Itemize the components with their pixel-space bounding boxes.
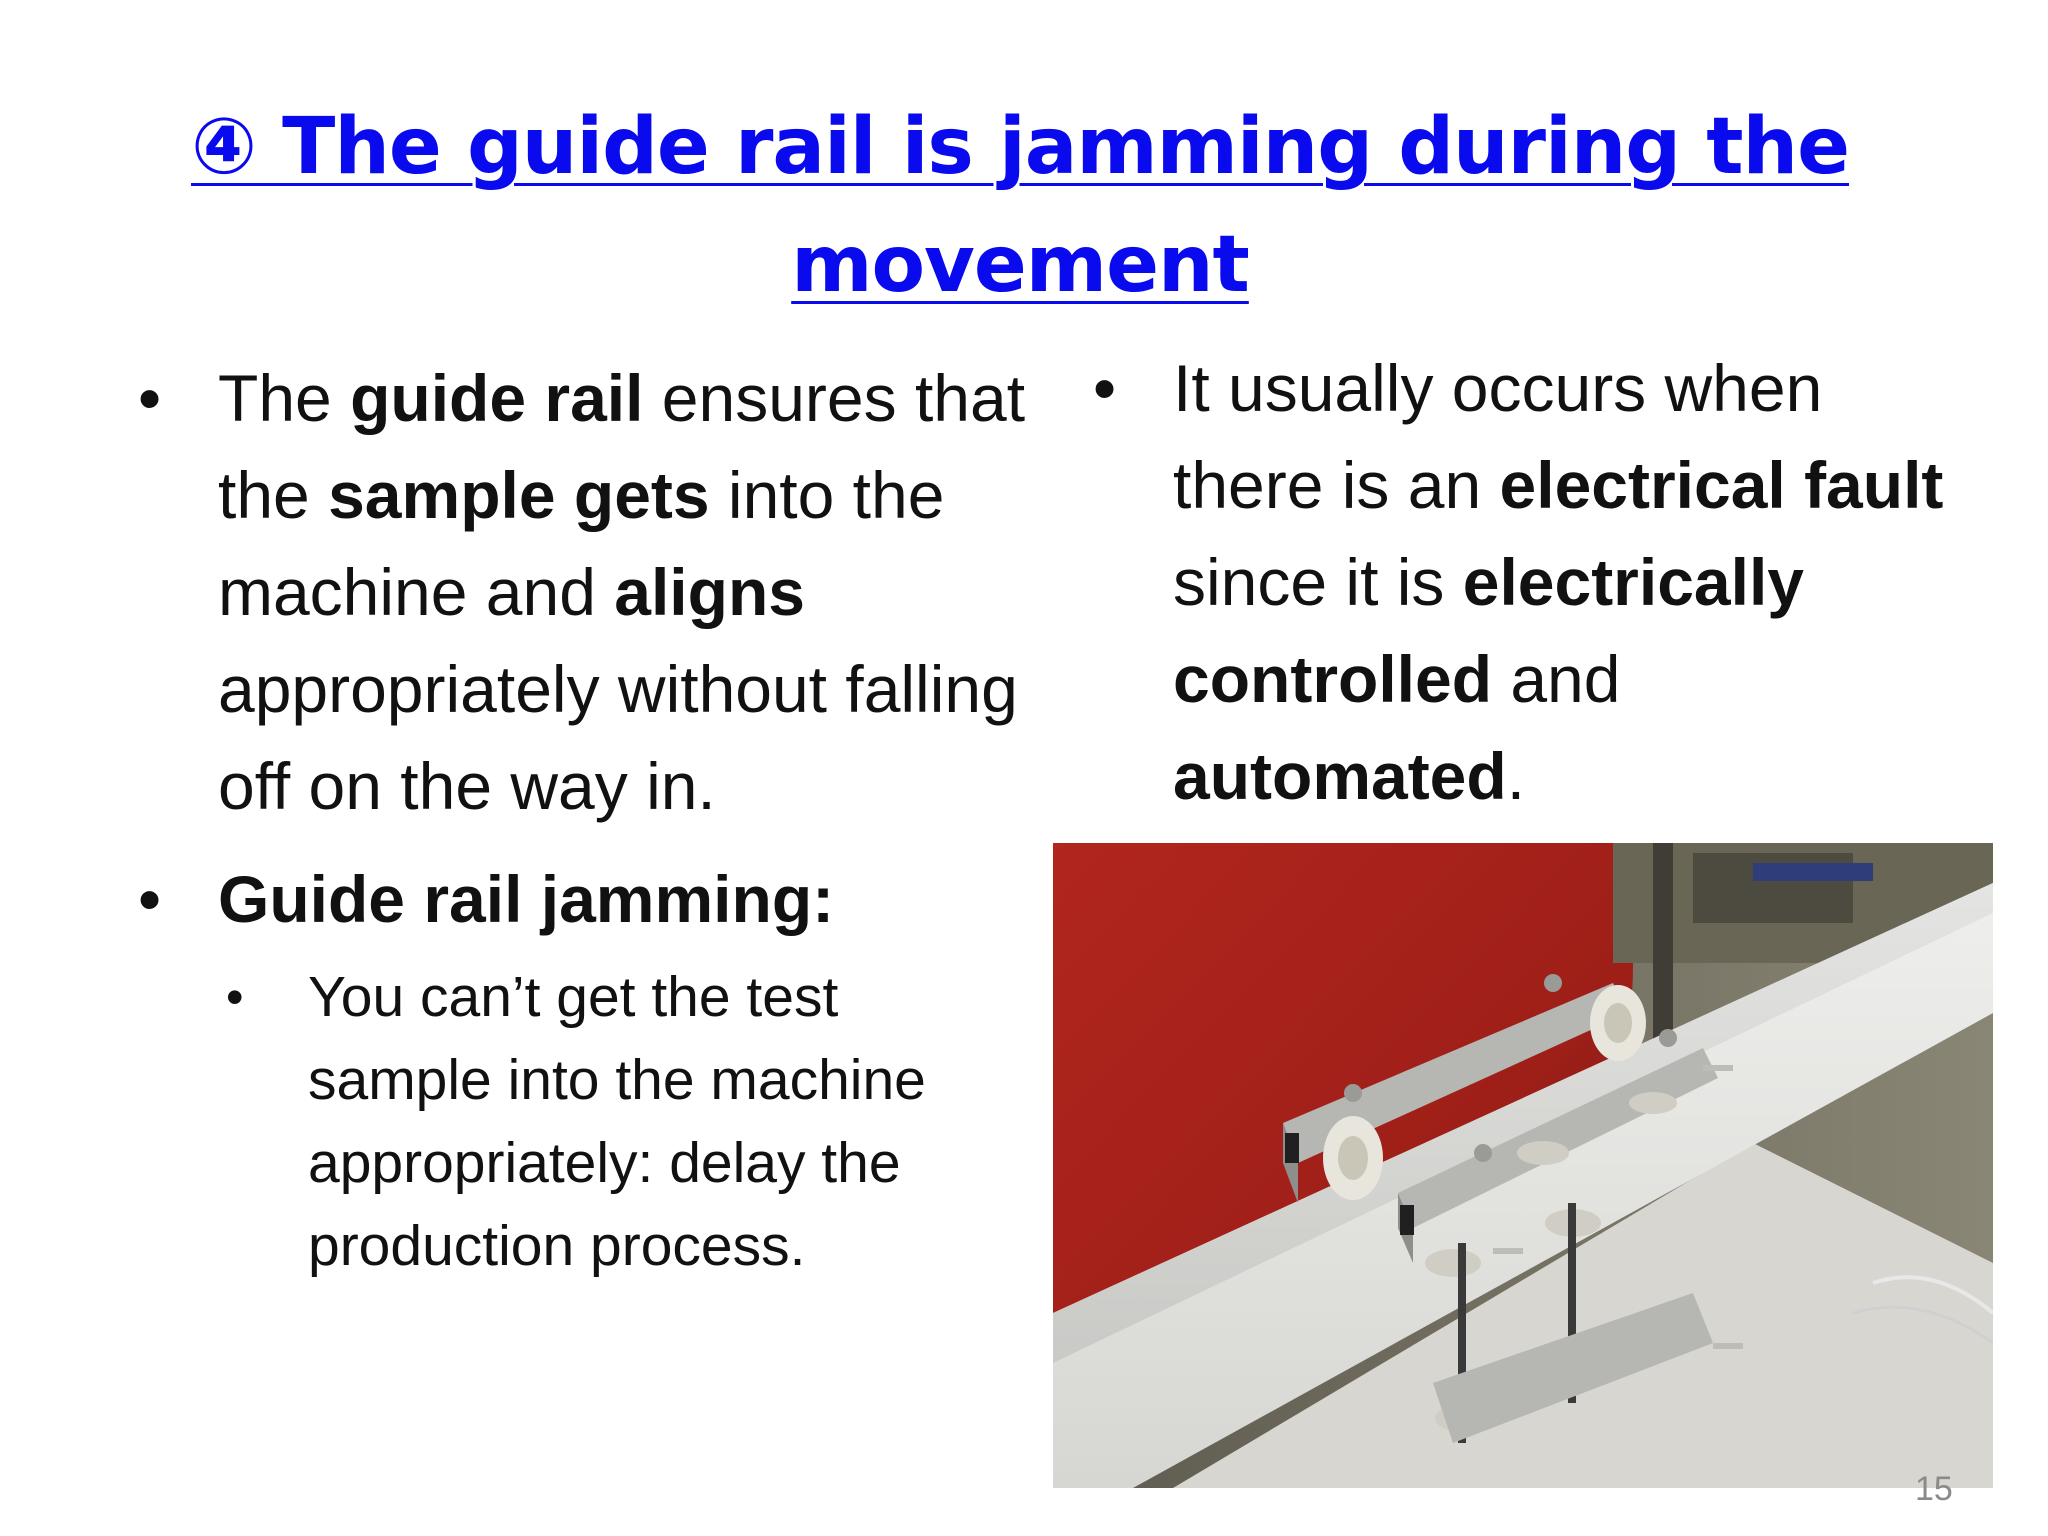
- sub-bullet-list: • You can’t get the test sample into the…: [218, 956, 1030, 1288]
- sub-bullet-item: • You can’t get the test sample into the…: [218, 956, 1030, 1288]
- page-number: 15: [1915, 1470, 1953, 1508]
- bold-segment: electrically controlled: [1173, 545, 1804, 716]
- bullet-icon: •: [138, 862, 162, 936]
- bold-heading: Guide rail jamming:: [218, 862, 835, 936]
- sub-bullet-text: You can’t get the test sample into the m…: [308, 965, 926, 1278]
- guide-rail-photo: [1053, 843, 1993, 1488]
- bold-segment: aligns: [614, 555, 805, 629]
- sub-bullet-icon: •: [226, 969, 244, 1025]
- left-bullet-jamming: • Guide rail jamming: • You can’t get th…: [130, 851, 1030, 1288]
- bullet-icon: •: [138, 361, 162, 435]
- right-bullet-cause: • It usually occurs when there is an ele…: [1085, 340, 1985, 825]
- right-bullet-list: • It usually occurs when there is an ele…: [1085, 340, 1985, 825]
- bold-segment: sample gets: [328, 458, 710, 532]
- text-segment: into the machine and: [218, 458, 945, 629]
- text-segment: and: [1492, 642, 1621, 716]
- left-bullet-guide-rail: • The guide rail ensures that the sample…: [130, 350, 1030, 835]
- text-segment: It usually occurs when there is an: [1173, 351, 1823, 522]
- bold-segment: electrical fault: [1499, 448, 1944, 522]
- text-segment: since it is: [1173, 545, 1463, 619]
- text-segment: The: [218, 361, 351, 435]
- left-bullet-list: • The guide rail ensures that the sample…: [130, 350, 1030, 1288]
- bold-segment: guide rail: [350, 361, 644, 435]
- slide-title: ④ The guide rail is jamming during the m…: [150, 88, 1890, 324]
- left-column: • The guide rail ensures that the sample…: [130, 350, 1030, 1288]
- text-segment: appropriately without falling off on the…: [218, 652, 1018, 823]
- title-link[interactable]: ④ The guide rail is jamming during the m…: [190, 102, 1850, 310]
- bullet-icon: •: [1093, 351, 1117, 425]
- text-segment: .: [1506, 739, 1526, 813]
- right-column: • It usually occurs when there is an ele…: [1085, 340, 1985, 825]
- bold-segment: automated: [1173, 739, 1507, 813]
- text-segment: ensures that the: [218, 361, 1026, 532]
